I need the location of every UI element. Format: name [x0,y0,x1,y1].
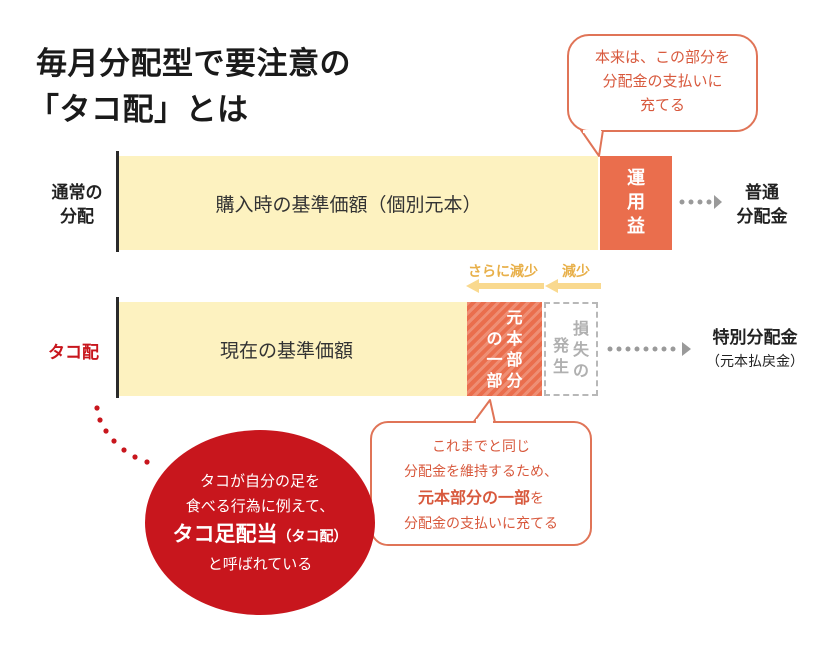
top-callout-line: 分配金の支払いに [602,72,723,90]
normal-row-label: 通常の 分配 [51,183,103,227]
normal-distribution-label: 普通 分配金 [736,183,788,227]
principal-col-1: 元 本 部 分 [506,308,523,390]
top-callout-line: 充てる [639,96,685,114]
tako-row-label: タコ配 [48,343,99,363]
loss-col-2: 発 生 [552,336,569,376]
top-callout-pointer [580,130,604,157]
bottom-callout-line1: これまでと同じ [432,439,530,455]
page-title-line1: 毎月分配型で要注意の [36,46,351,82]
purchase-nav-bar: 購入時の基準価額（個別元本） [119,156,598,250]
tako-row-axis [116,297,119,398]
top-callout-line: 本来は、この部分を [594,48,730,66]
page-title-line2: 「タコ配」とは [28,92,249,128]
tako-dotted-arrow [607,342,691,356]
loss-col-1: 損 失 の [573,318,590,380]
current-nav-text: 現在の基準価額 [220,339,354,362]
more-decrease-arrow [466,279,544,293]
bottom-callout-pointer-mask [476,419,493,425]
principal-refund-label: （元本払戻金） [706,354,804,370]
normal-row-axis [116,151,119,252]
loss-block: 発 生 損 失 の [544,302,598,396]
current-nav-bar: 現在の基準価額 [119,302,467,396]
principal-portion-block: の 一 部 元 本 部 分 [467,302,542,396]
normal-dotted-arrow [679,195,722,209]
bottom-callout-line3: 元本部分の一部を [417,488,544,507]
ellipse-line1: タコが自分の足を [199,471,320,490]
more-decrease-label: さらに減少 [468,264,538,280]
decrease-arrow [545,279,601,293]
ellipse-line2: 食べる行為に例えて、 [185,496,335,515]
tako-explanation-ellipse: タコが自分の足を 食べる行為に例えて、 タコ足配当（タコ配） と呼ばれている [145,430,375,615]
red-dotted-curve [94,405,150,465]
bottom-callout-line4: 分配金の支払いに充てる [404,516,558,532]
bottom-callout: これまでと同じ 分配金を維持するため、 元本部分の一部を 分配金の支払いに充てる [370,421,592,546]
ellipse-line3: タコ足配当（タコ配） [172,521,348,546]
purchase-nav-text: 購入時の基準価額（個別元本） [215,193,482,216]
decrease-label: 減少 [562,264,590,280]
bottom-callout-line2: 分配金を維持するため、 [404,464,558,480]
ellipse-line4: と呼ばれている [207,554,313,573]
top-callout: 本来は、この部分を 分配金の支払いに 充てる [567,34,758,157]
investment-profit-block: 運 用 益 [600,156,672,250]
principal-col-2: の 一 部 [486,328,503,390]
special-distribution-label: 特別分配金 [712,328,798,348]
